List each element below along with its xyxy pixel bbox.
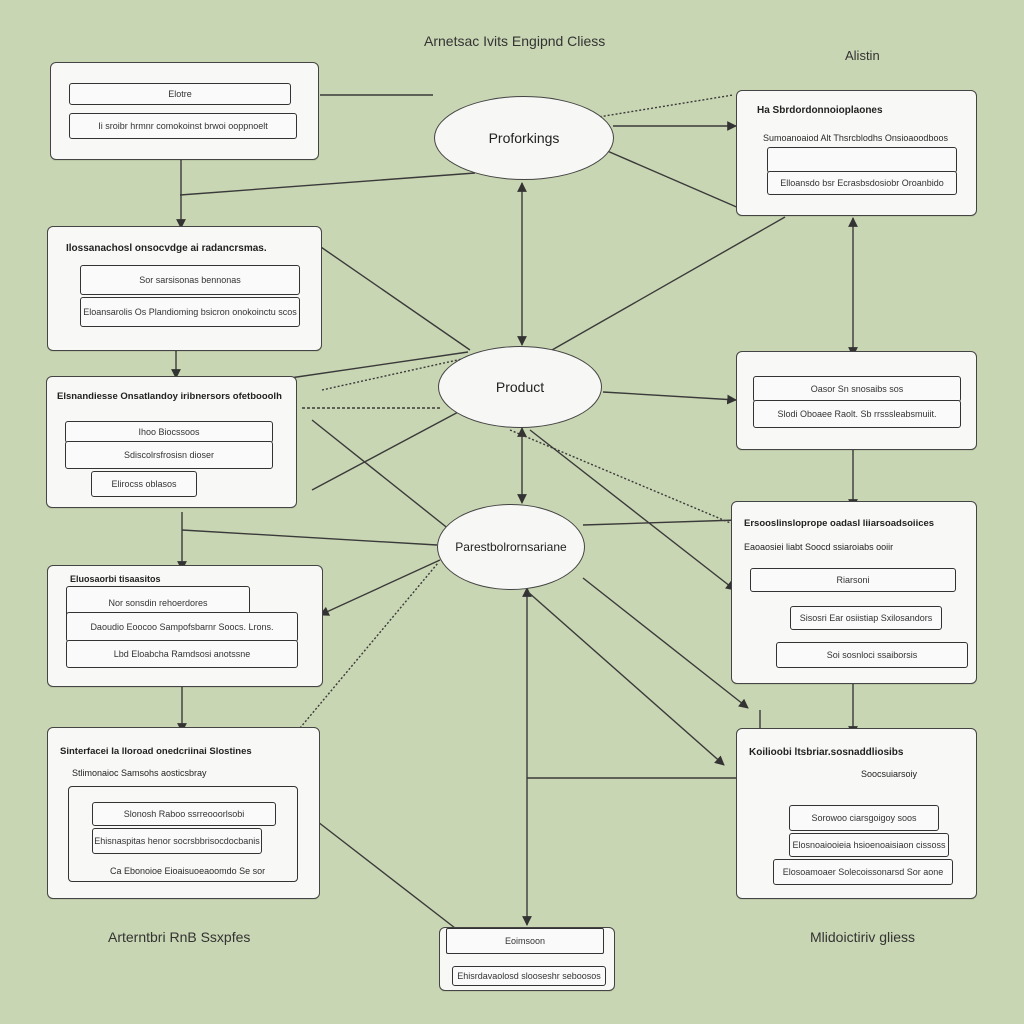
class-box-heading: Ilossanachosl onsocvdge ai radancrsmas. [66, 243, 267, 254]
class-box-field: Eoimsoon [446, 928, 604, 954]
class-box-field: Lbd Eloabcha Ramdsosi anotssne [66, 640, 298, 668]
class-box-subheading: Sumoanoaiod Alt Thsrcblodhs Onsioaoodboo… [763, 133, 948, 143]
class-box-field: Daoudio Eoocoo Sampofsbarnr Soocs. Lrons… [66, 612, 298, 642]
class-box-field: Elirocss oblasos [91, 471, 197, 497]
class-box-subheading: Eaoaosiei liabt Soocd ssiaroiabs ooiir [744, 542, 894, 552]
class-box-7[interactable]: Oasor Sn snosaibs sos Slodi Oboaee Raolt… [736, 351, 977, 450]
class-box-field: Ehisnaspitas henor socrsbbrisocdocbanis [92, 828, 262, 854]
class-box-field: Soi sosnloci ssaiborsis [776, 642, 968, 668]
class-box-2[interactable]: Ilossanachosl onsocvdge ai radancrsmas. … [47, 226, 322, 351]
corner-label-bottom-left: Arterntbri RnB Ssxpfes [108, 929, 251, 945]
class-box-10[interactable]: Eoimsoon Ehisrdavaolosd slooseshr seboos… [439, 927, 615, 991]
class-box-heading: Sinterfacei Ia lloroad onedcriinai Slost… [60, 746, 252, 757]
class-box-group [68, 786, 298, 882]
ellipse-label: Parestbolrornsariane [455, 540, 567, 554]
class-box-heading: Ha Sbrdordonnoioplaones [757, 105, 883, 116]
class-box-field: Elotre [69, 83, 291, 105]
class-box-heading: Elsnandiesse Onsatlandoy iribnersors ofe… [57, 391, 282, 402]
class-box-field: Eloansarolis Os Plandioming bsicron onok… [80, 297, 300, 327]
class-box-4[interactable]: Eluosaorbi tisaasitos Nor sonsdin rehoer… [47, 565, 323, 687]
class-box-subheading: Stlimonaioc Samsohs aosticsbray [72, 768, 207, 778]
class-box-field: Sor sarsisonas bennonas [80, 265, 300, 295]
class-box-heading: Eluosaorbi tisaasitos [70, 574, 161, 584]
class-box-field [767, 147, 957, 173]
class-box-9[interactable]: Koilioobi ltsbriar.sosnaddliosibs Soocsu… [736, 728, 977, 899]
class-box-heading: Koilioobi ltsbriar.sosnaddliosibs [749, 747, 904, 758]
corner-label-bottom-right: Mlidoictiriv gliess [810, 929, 916, 945]
class-box-field: Slodi Oboaee Raolt. Sb rrsssleabsmuiit. [753, 400, 961, 428]
class-box-field: Oasor Sn snosaibs sos [753, 376, 961, 402]
class-box-5[interactable]: Sinterfacei Ia lloroad onedcriinai Slost… [47, 727, 320, 899]
ellipse-node-top[interactable]: Proforkings [434, 96, 614, 180]
class-box-1[interactable]: Elotre Ii sroibr hrmnr comokoinst brwoi … [50, 62, 319, 160]
ellipse-node-product[interactable]: Product [438, 346, 602, 428]
class-box-field: Ehisrdavaolosd slooseshr seboosos [452, 966, 606, 986]
class-box-field: Elloansdo bsr Ecrasbsdosiobr Oroanbido [767, 171, 957, 195]
class-box-subheading: Soocsuiarsoiy [861, 769, 918, 779]
class-box-3[interactable]: Elsnandiesse Onsatlandoy iribnersors ofe… [46, 376, 297, 508]
class-box-field: Ihoo Biocssoos [65, 421, 273, 443]
class-box-6[interactable]: Ha Sbrdordonnoioplaones Sumoanoaiod Alt … [736, 90, 977, 216]
class-box-field: Ii sroibr hrmnr comokoinst brwoi ooppnoe… [69, 113, 297, 139]
class-box-field: Elosoamoaer Solecoissonarsd Sor aone [773, 859, 953, 885]
class-box-field: Elosnoaiooieia hsioenoaisiaon cissoss [789, 833, 949, 857]
ellipse-node-lower[interactable]: Parestbolrornsariane [437, 504, 585, 590]
class-box-field: Sisosri Ear osiistiap Sxilosandors [790, 606, 942, 630]
class-box-field: Sdiscolrsfrosisn dioser [65, 441, 273, 469]
corner-label-top-right: Alistin [845, 48, 880, 63]
diagram-title: Arnetsac Ivits Engipnd Cliess [424, 33, 606, 49]
ellipse-label: Proforkings [488, 130, 560, 146]
class-box-field: Sorowoo ciarsgoigoy soos [789, 805, 939, 831]
class-box-8[interactable]: Ersooslinsloprope oadasl liiarsoadsoiice… [731, 501, 977, 684]
class-box-field: Riarsoni [750, 568, 956, 592]
class-box-footnote: Ca Ebonoioe Eioaisuoeaoomdo Se sor [110, 866, 266, 876]
class-box-field: Slonosh Raboo ssrreooorlsobi [92, 802, 276, 826]
ellipse-label: Product [495, 379, 545, 395]
class-box-heading: Ersooslinsloprope oadasl liiarsoadsoiice… [744, 518, 935, 529]
